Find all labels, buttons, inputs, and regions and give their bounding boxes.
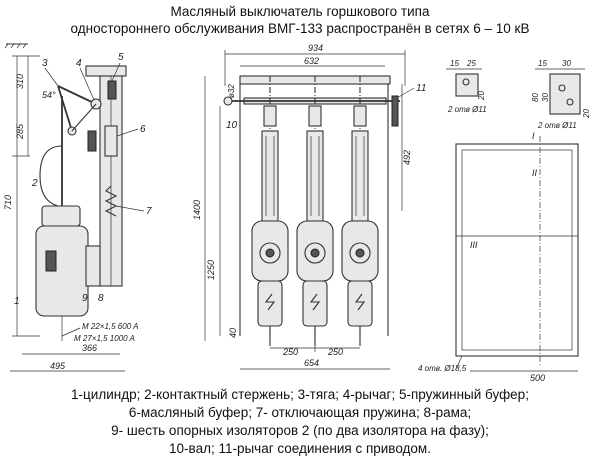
legend-row-2: 6-масляный буфер; 7- отключающая пружина… — [128, 405, 472, 420]
detail-view-left: 15 25 20 2 отв Ø11 — [446, 59, 487, 114]
dim-30-a: 30 — [562, 59, 571, 68]
dim-310: 310 — [15, 74, 25, 89]
dim-20-a: 20 — [477, 91, 486, 101]
label-7: 7 — [146, 206, 152, 217]
dim-20-b: 20 — [582, 109, 591, 119]
technical-drawing: 710 310 285 — [3, 43, 591, 383]
dim-15-a: 15 — [450, 59, 459, 68]
label-5: 5 — [118, 52, 124, 63]
drawing-title: Масляный выключатель горшкового типа — [170, 4, 430, 19]
holes-plan: 4 отв. Ø18,5 — [418, 364, 467, 373]
label-angle: 54° — [42, 90, 56, 100]
dim-30-b: 30 — [541, 93, 550, 102]
dim-25: 25 — [466, 59, 476, 68]
dim-500: 500 — [530, 373, 545, 383]
label-10: 10 — [226, 120, 238, 131]
dim-d32: ø32 — [227, 84, 236, 98]
legend-row-1: 1-цилиндр; 2-контактный стержень; 3-тяга… — [71, 387, 529, 402]
dim-710: 710 — [3, 195, 13, 210]
label-6: 6 — [140, 124, 146, 135]
label-1: 1 — [14, 296, 20, 307]
dim-250-a: 250 — [282, 347, 298, 357]
dim-80: 80 — [531, 93, 540, 102]
dim-1250: 1250 — [206, 260, 216, 280]
holes-right: 2 отв Ø11 — [537, 121, 577, 130]
thread-1000a: M 27×1,5 1000 A — [74, 334, 135, 343]
legend-row-3: 9- шесть опорных изоляторов 2 (по два из… — [111, 423, 489, 438]
label-2: 2 — [31, 178, 38, 189]
legend-row-4: 10-вал; 11-рычаг соединения с приводом. — [169, 441, 431, 456]
dim-632: 632 — [304, 56, 319, 66]
dim-285: 285 — [15, 123, 25, 140]
detail-view-right: 15 30 80 30 20 2 отв Ø11 — [531, 59, 591, 130]
label-11: 11 — [416, 83, 426, 94]
dim-1400: 1400 — [192, 200, 202, 220]
dim-654: 654 — [304, 358, 319, 368]
label-3: 3 — [42, 58, 48, 69]
dim-934: 934 — [308, 43, 323, 53]
plan-label-2: II — [532, 168, 538, 178]
pole-2 — [296, 76, 334, 346]
plan-label-3: III — [470, 240, 478, 250]
dim-250-b: 250 — [327, 347, 343, 357]
dim-366: 366 — [82, 343, 97, 353]
dim-40: 40 — [228, 328, 238, 338]
thread-600a: M 22×1,5 600 A — [82, 322, 138, 331]
label-4: 4 — [76, 58, 82, 69]
pole-3 — [341, 76, 379, 346]
label-9: 9 — [82, 293, 88, 304]
plan-view: I II III 500 4 отв. Ø18,5 — [418, 131, 579, 383]
plan-label-1: I — [532, 131, 535, 141]
front-view: 934 632 ø32 10 11 492 1400 1250 40 — [192, 43, 426, 370]
side-view: 710 310 285 — [3, 43, 152, 372]
holes-left: 2 отв Ø11 — [447, 105, 487, 114]
label-8: 8 — [98, 293, 104, 304]
dim-15-b: 15 — [538, 59, 547, 68]
pole-1 — [251, 76, 289, 346]
dim-495: 495 — [50, 361, 66, 371]
dim-492: 492 — [402, 150, 412, 165]
drawing-subtitle: одностороннего обслуживания ВМГ-133 расп… — [70, 21, 530, 36]
